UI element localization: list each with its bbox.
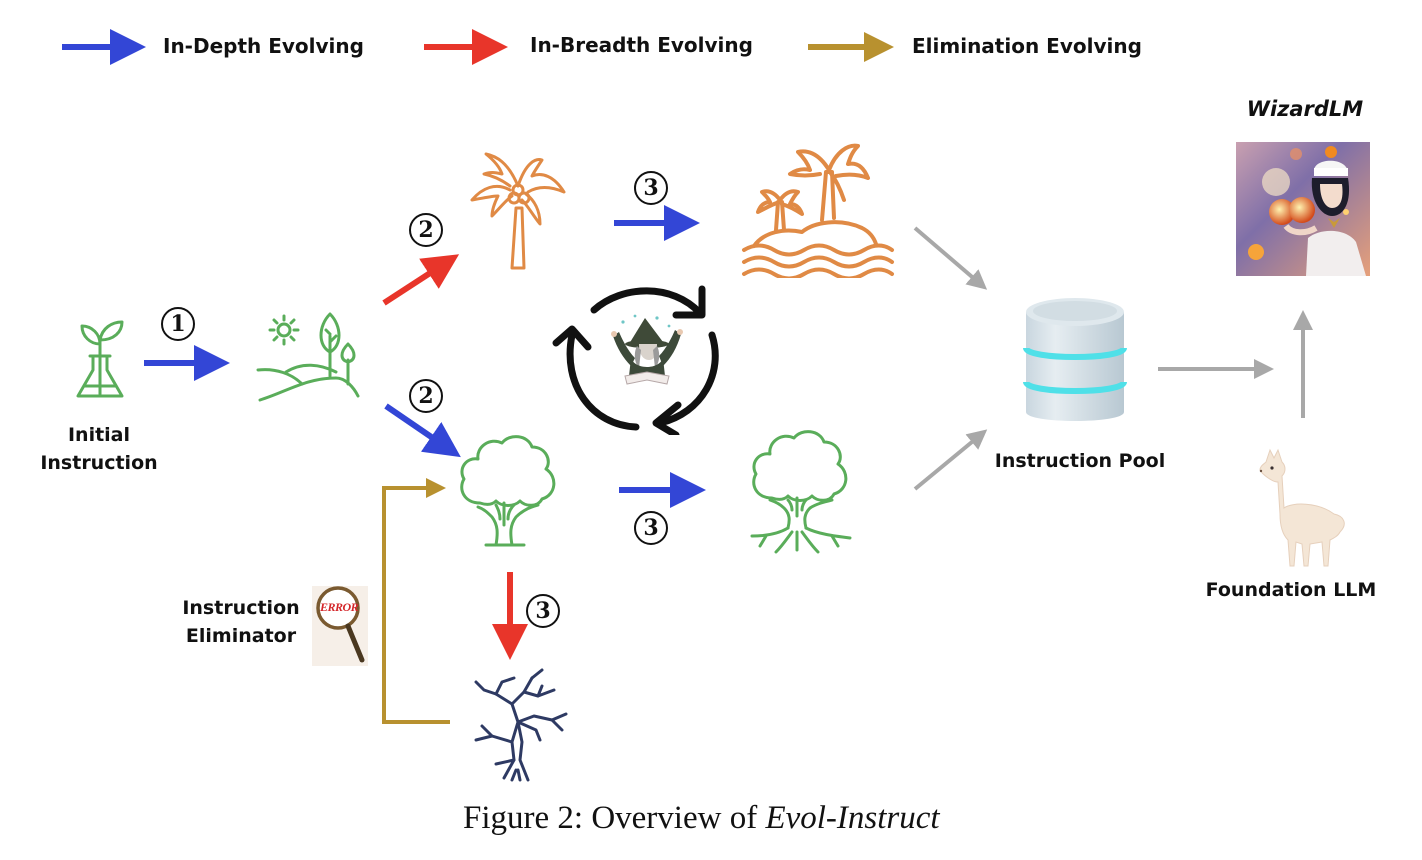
alpaca-icon — [1259, 448, 1345, 567]
palm-tree-icon — [470, 152, 566, 270]
step-3-down-badge: 3 — [526, 594, 560, 628]
step-1-badge: 1 — [161, 307, 195, 341]
magnifier-error-text: ERROR — [320, 600, 359, 614]
wizardlm-title: WizardLM — [1246, 97, 1364, 121]
initial-instruction-label: Initial Instruction — [24, 421, 174, 477]
step-3-mid-badge: 3 — [634, 511, 668, 545]
arrow-rootedtree-to-pool — [913, 429, 988, 491]
arrow-step2-breadth — [382, 254, 460, 306]
instruction-pool-label: Instruction Pool — [994, 450, 1166, 472]
plant-flask-icon — [76, 320, 124, 398]
arrow-elimination-loop — [382, 478, 450, 724]
foundation-llm-label: Foundation LLM — [1205, 579, 1377, 601]
wizard-icon — [611, 314, 683, 385]
leafy-tree-icon — [460, 435, 556, 547]
step-2-bottom-badge: 2 — [409, 379, 443, 413]
arrow-step2-depth — [384, 403, 461, 458]
arrow-island-to-pool — [913, 226, 988, 290]
step-2-top-badge: 2 — [409, 213, 443, 247]
legend-label-elimination: Elimination Evolving — [912, 34, 1142, 58]
caption-prefix: Figure 2: Overview of — [463, 800, 766, 836]
database-icon — [1023, 298, 1127, 421]
legend-label-depth: In-Depth Evolving — [163, 34, 364, 58]
initial-instruction-label-line1: Initial — [67, 424, 131, 446]
initial-instruction-label-line2: Instruction — [40, 452, 158, 474]
eliminator-label-line1: Instruction — [182, 597, 300, 619]
dead-tree-icon — [474, 668, 568, 782]
cycle-arrows-icon — [552, 285, 719, 435]
instruction-eliminator-label: Instruction Eliminator — [176, 594, 306, 650]
caption-italic: Evol-Instruct — [765, 800, 940, 836]
eliminator-label-line2: Eliminator — [185, 625, 297, 647]
island-palm-icon — [742, 143, 894, 278]
figure-caption: Figure 2: Overview of Evol-Instruct — [463, 800, 940, 837]
wizard-portrait-icon — [1236, 142, 1370, 276]
landscape-trees-icon — [256, 312, 360, 402]
rooted-tree-icon — [750, 430, 852, 554]
magnifier-error-icon: ERROR — [312, 586, 368, 666]
step-3-top-badge: 3 — [634, 171, 668, 205]
legend-label-breadth: In-Breadth Evolving — [530, 33, 753, 57]
